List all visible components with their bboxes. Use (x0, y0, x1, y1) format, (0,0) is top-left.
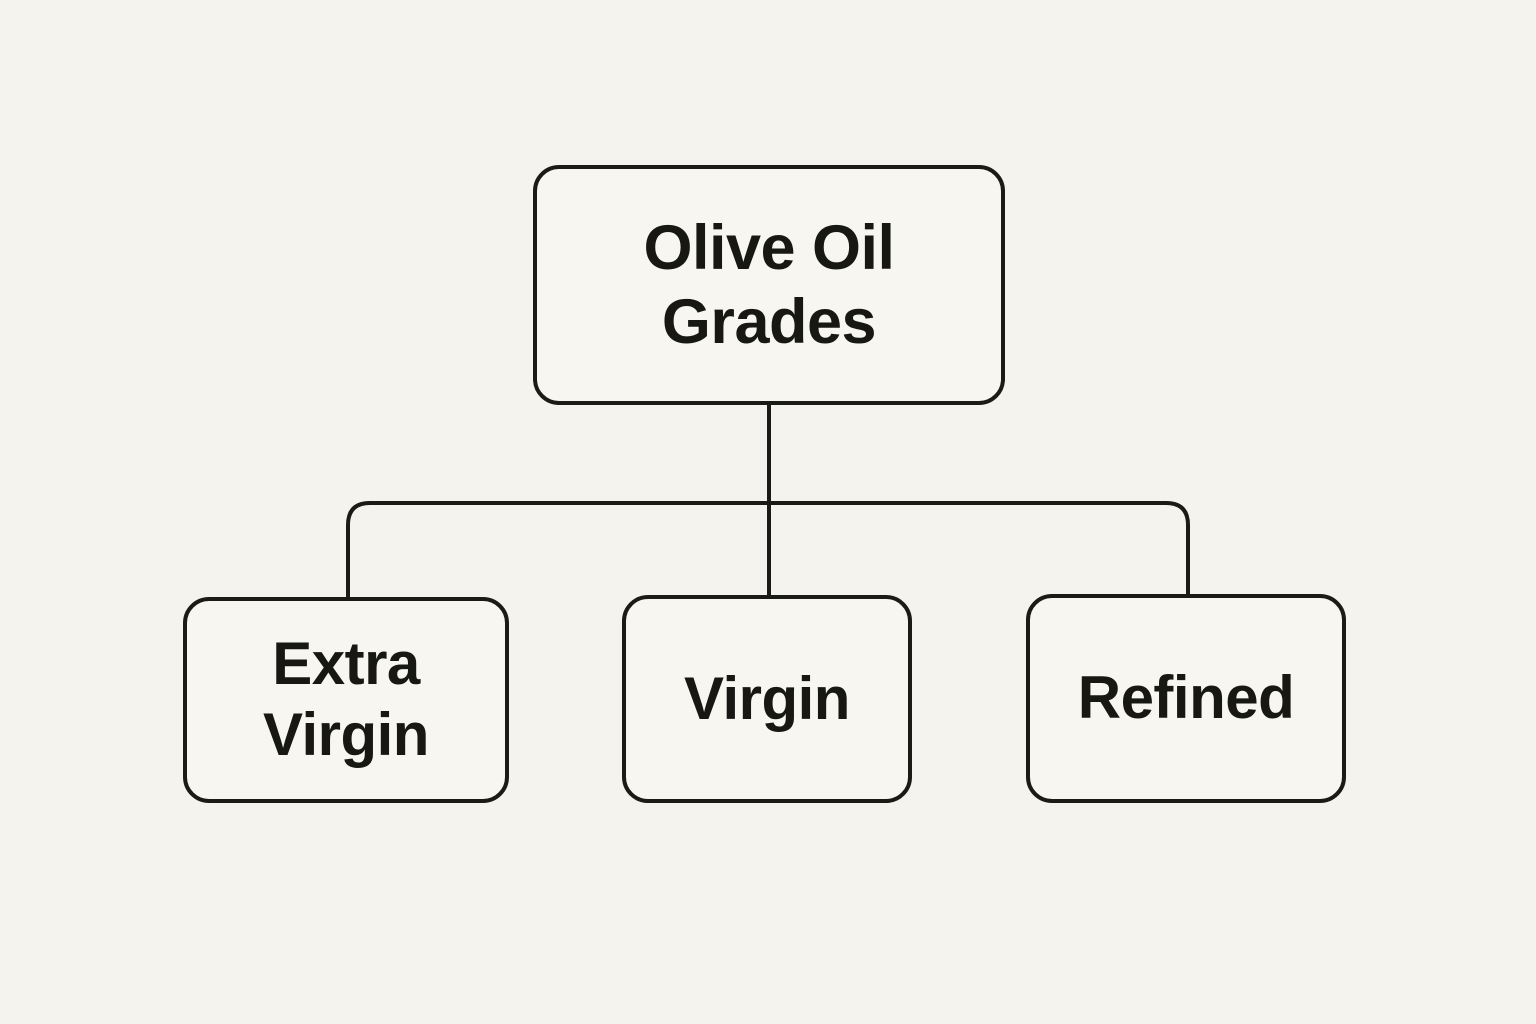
node-refined: Refined (1026, 594, 1346, 803)
node-olive-oil-grades-label: Olive Oil Grades (643, 212, 895, 357)
node-extra-virgin-label: Extra Virgin (263, 630, 429, 768)
node-virgin-label: Virgin (684, 664, 850, 732)
node-olive-oil-grades: Olive Oil Grades (533, 165, 1005, 405)
node-refined-label: Refined (1077, 664, 1295, 732)
node-extra-virgin: Extra Virgin (183, 597, 509, 803)
node-virgin: Virgin (622, 595, 912, 803)
